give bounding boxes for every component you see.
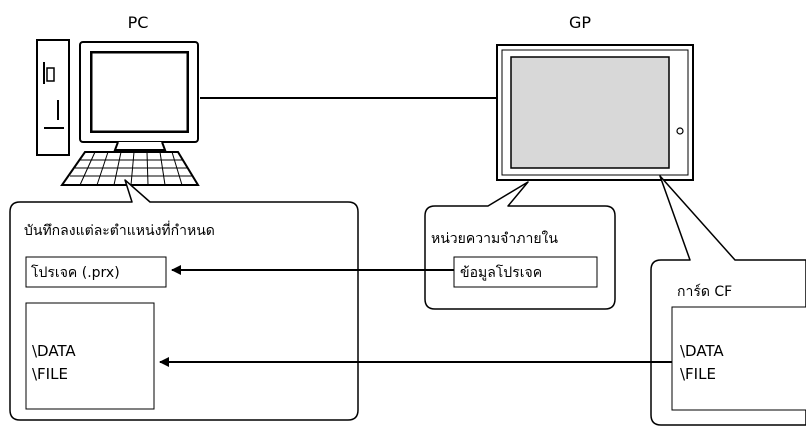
cf-folder-box	[671, 306, 806, 411]
cf-data-folder-label: \DATA	[680, 342, 724, 360]
pc-storage-title: บันทึกลงแต่ละตำแหน่งที่กำหนด	[24, 221, 215, 239]
pc-data-folder-label: \DATA	[32, 342, 76, 360]
pc-folder-box	[25, 302, 155, 410]
gp-label: GP	[569, 13, 591, 32]
pc-monitor-icon	[79, 41, 199, 151]
gp-panel-icon	[496, 44, 694, 181]
project-file-label: โปรเจค (.prx)	[31, 264, 120, 281]
keyboard-icon	[60, 151, 200, 186]
internal-memory-title: หน่วยความจำภายใน	[431, 230, 558, 247]
pc-file-folder-label: \FILE	[32, 365, 68, 383]
project-data-label: ข้อมูลโปรเจค	[460, 264, 542, 281]
cf-card-title: การ์ด CF	[677, 283, 732, 300]
pc-label: PC	[128, 13, 149, 32]
project-data-box	[453, 256, 598, 288]
project-file-box	[25, 256, 167, 288]
cf-file-folder-label: \FILE	[680, 365, 716, 383]
pc-tower-icon	[36, 39, 70, 156]
